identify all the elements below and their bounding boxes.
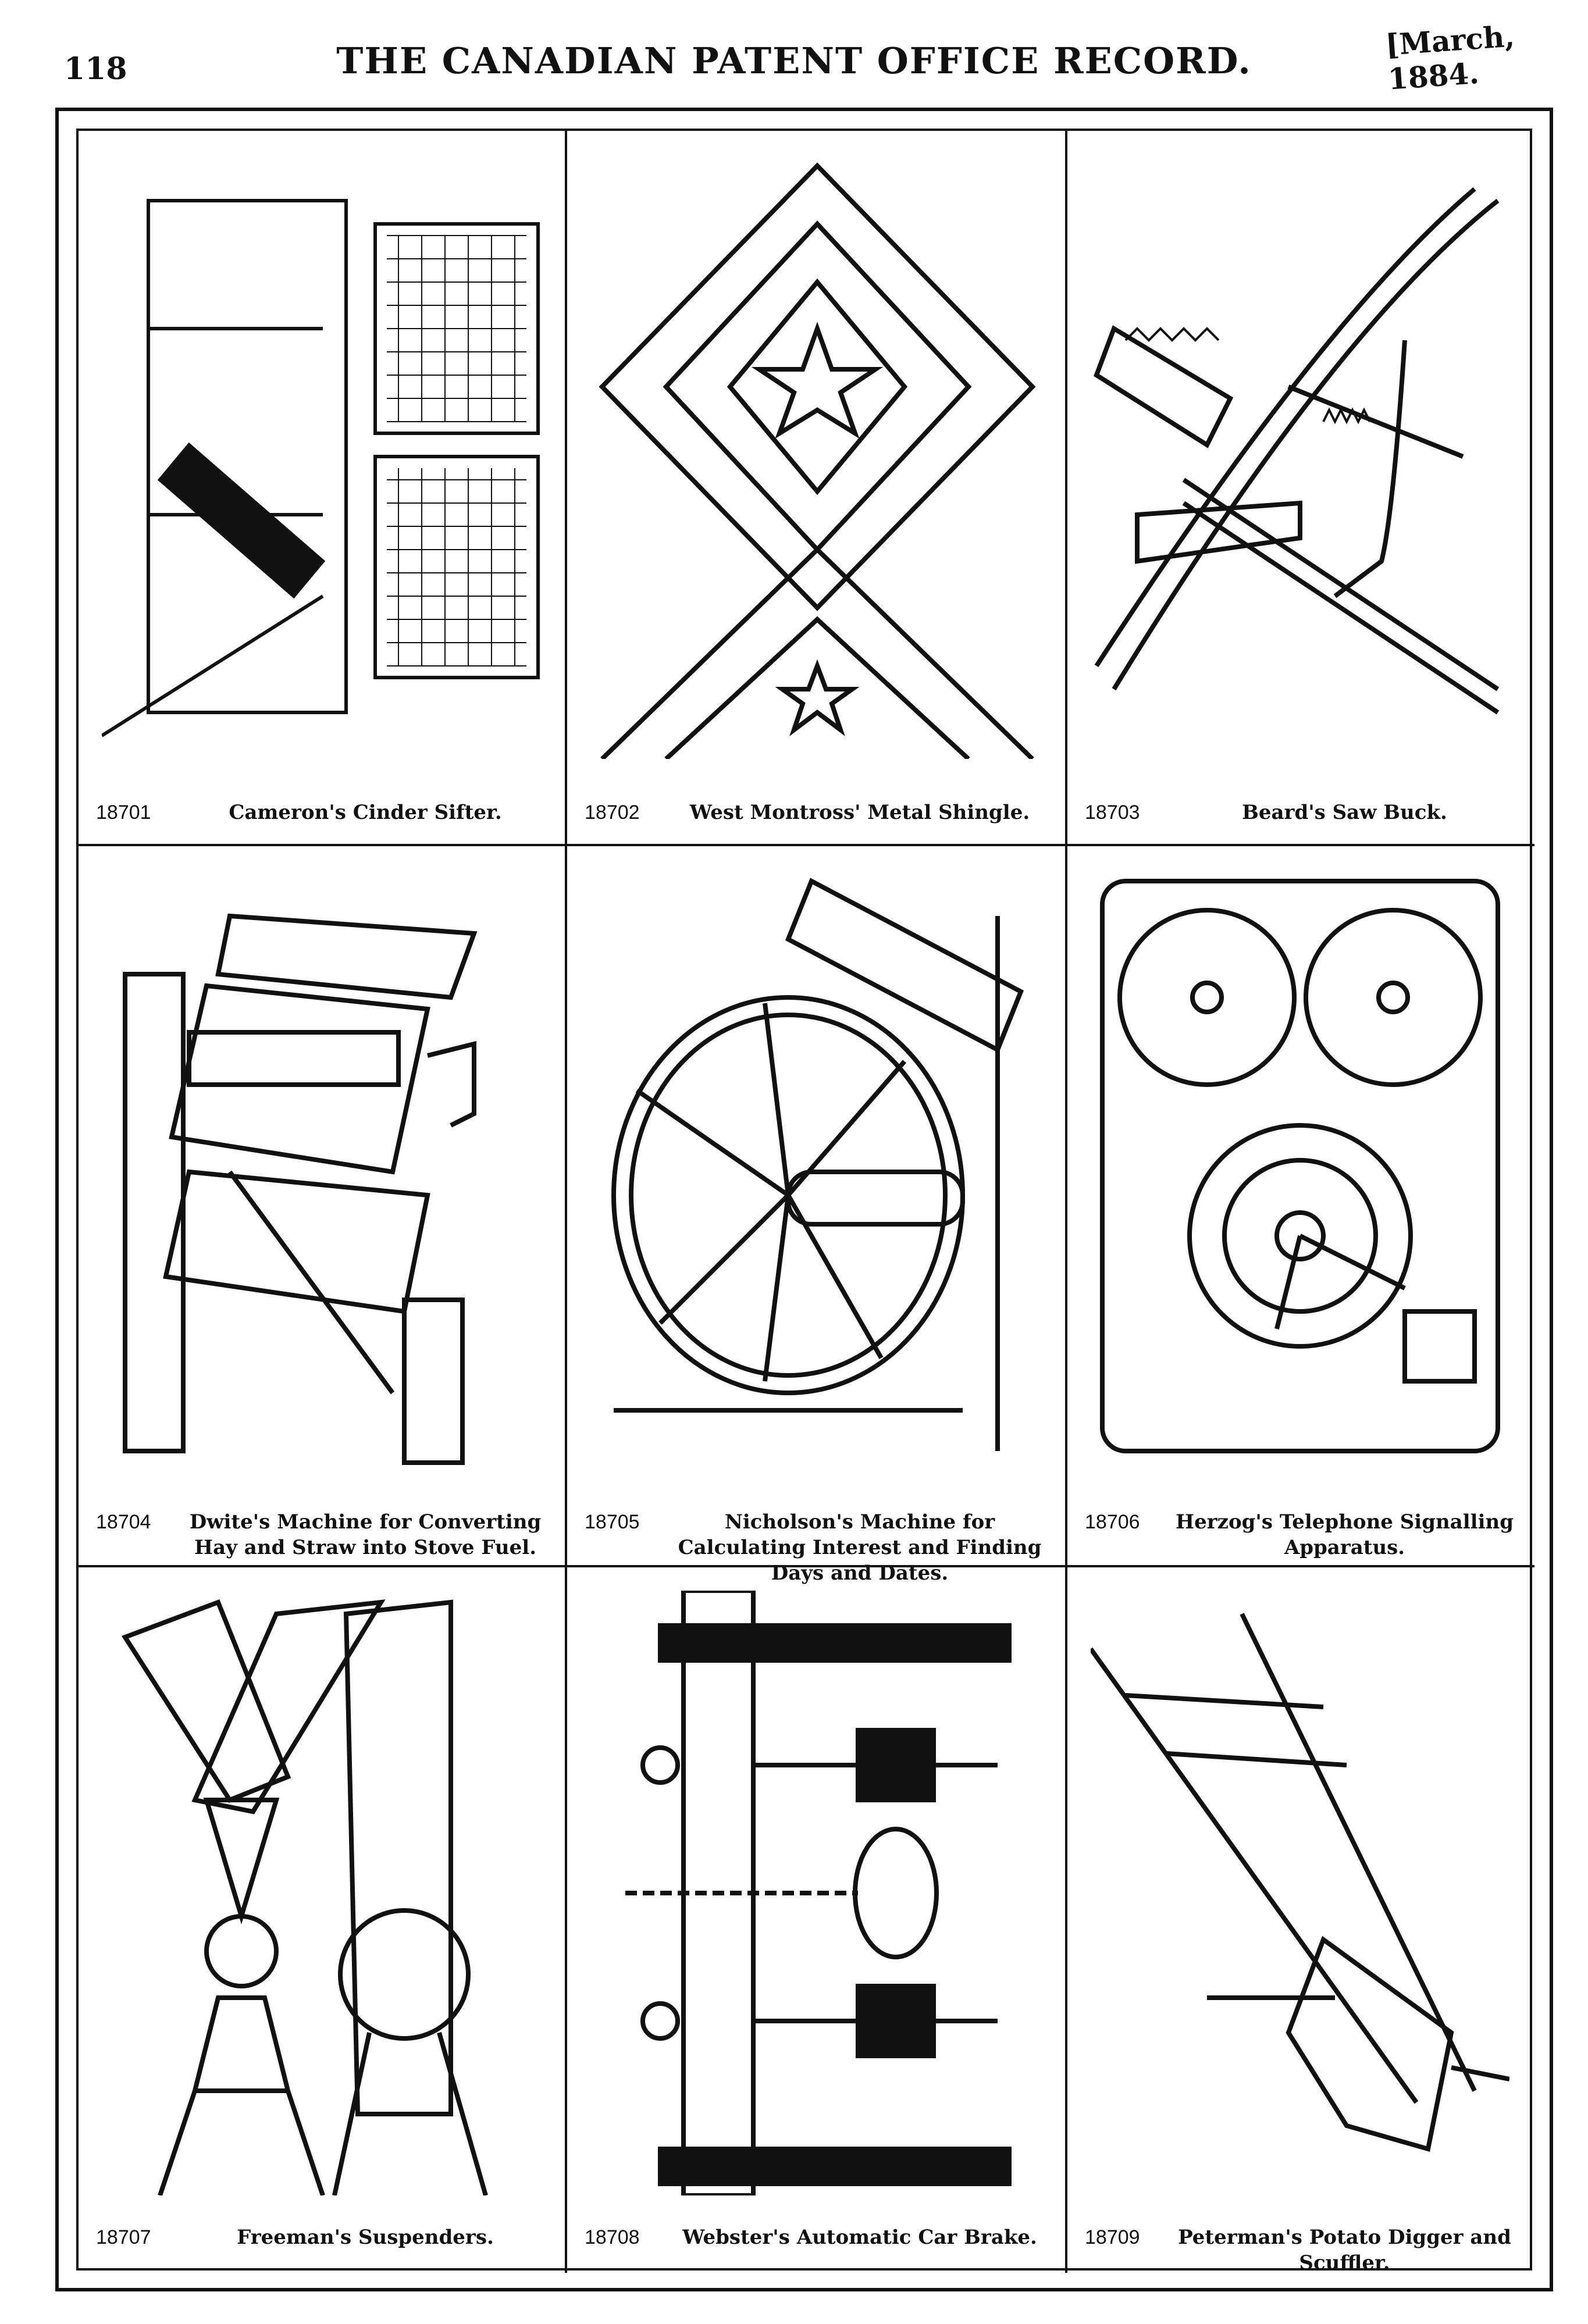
patent-title: Dwite's Machine for Converting Hay and S… [189,1510,542,1559]
potato-digger-illustration [1091,1613,1509,2152]
patent-number: 18703 [1085,801,1140,824]
patent-cell-18708: 18708 Webster's Automatic Car Brake. [567,1567,1067,2273]
patent-title: West Montross' Metal Shingle. [689,801,1030,824]
patent-cell-18709: 18709 Peterman's Potato Digger and Scuff… [1067,1567,1534,2276]
patent-title: Herzog's Telephone Signalling Apparatus. [1176,1510,1514,1559]
patent-number: 18704 [96,1511,151,1533]
patent-caption: 18703 Beard's Saw Buck. [1085,800,1517,825]
patent-cell-18705: 18705 Nicholson's Machine for Calculatin… [567,846,1067,1585]
patent-number: 18709 [1085,2226,1140,2248]
patent-cell-18701: 18701 Cameron's Cinder Sifter. [79,131,567,846]
patent-cell-18706: 18706 Herzog's Telephone Signalling Appa… [1067,846,1534,1567]
patent-plate: 18701 Cameron's Cinder Sifter. 18702 Wes… [55,108,1553,2291]
journal-title: THE CANADIAN PATENT OFFICE RECORD. [336,40,1252,82]
patent-caption: 18708 Webster's Automatic Car Brake. [585,2225,1048,2250]
patent-cell-18702: 18702 West Montross' Metal Shingle. [567,131,1067,846]
page-number: 118 [64,51,127,87]
page-header: 118 THE CANADIAN PATENT OFFICE RECORD. [… [0,0,1588,105]
patent-number: 18708 [585,2226,640,2248]
patent-cell-18704: 18704 Dwite's Machine for Converting Hay… [79,846,567,1567]
suspenders-illustration [121,1599,488,2195]
patent-caption: 18709 Peterman's Potato Digger and Scuff… [1085,2225,1517,2276]
interest-calculator-illustration [611,878,1024,1451]
patent-caption: 18707 Freeman's Suspenders. [96,2225,547,2250]
patent-grid: 18701 Cameron's Cinder Sifter. 18702 Wes… [76,129,1534,2276]
patent-cell-18703: 18703 Beard's Saw Buck. [1067,131,1534,846]
cinder-sifter-illustration [102,199,540,737]
patent-caption: 18706 Herzog's Telephone Signalling Appa… [1085,1509,1517,1560]
issue-date: [March, 1884. [1384,19,1516,97]
patent-title: Freeman's Suspenders. [237,2226,494,2249]
patent-number: 18701 [96,801,151,824]
patent-number: 18706 [1085,1511,1140,1533]
patent-caption: 18705 Nicholson's Machine for Calculatin… [585,1509,1048,1586]
car-brake-illustration [625,1591,1012,2195]
patent-title: Cameron's Cinder Sifter. [229,801,502,824]
hay-fuel-machine-illustration [123,913,478,1465]
saw-buck-illustration [1094,187,1500,715]
metal-shingle-illustration [599,162,1036,759]
patent-title: Peterman's Potato Digger and Scuffler. [1178,2226,1511,2275]
patent-number: 18705 [585,1511,640,1533]
patent-caption: 18702 West Montross' Metal Shingle. [585,800,1048,825]
patent-caption: 18701 Cameron's Cinder Sifter. [96,800,547,825]
patent-number: 18707 [96,2226,151,2248]
telephone-signal-illustration [1100,879,1500,1453]
patent-caption: 18704 Dwite's Machine for Converting Hay… [96,1509,547,1560]
patent-title: Beard's Saw Buck. [1242,801,1447,824]
patent-number: 18702 [585,801,640,824]
patent-cell-18707: 18707 Freeman's Suspenders. [79,1567,567,2273]
patent-title: Nicholson's Machine for Calculating Inte… [678,1510,1042,1585]
patent-title: Webster's Automatic Car Brake. [682,2226,1037,2249]
